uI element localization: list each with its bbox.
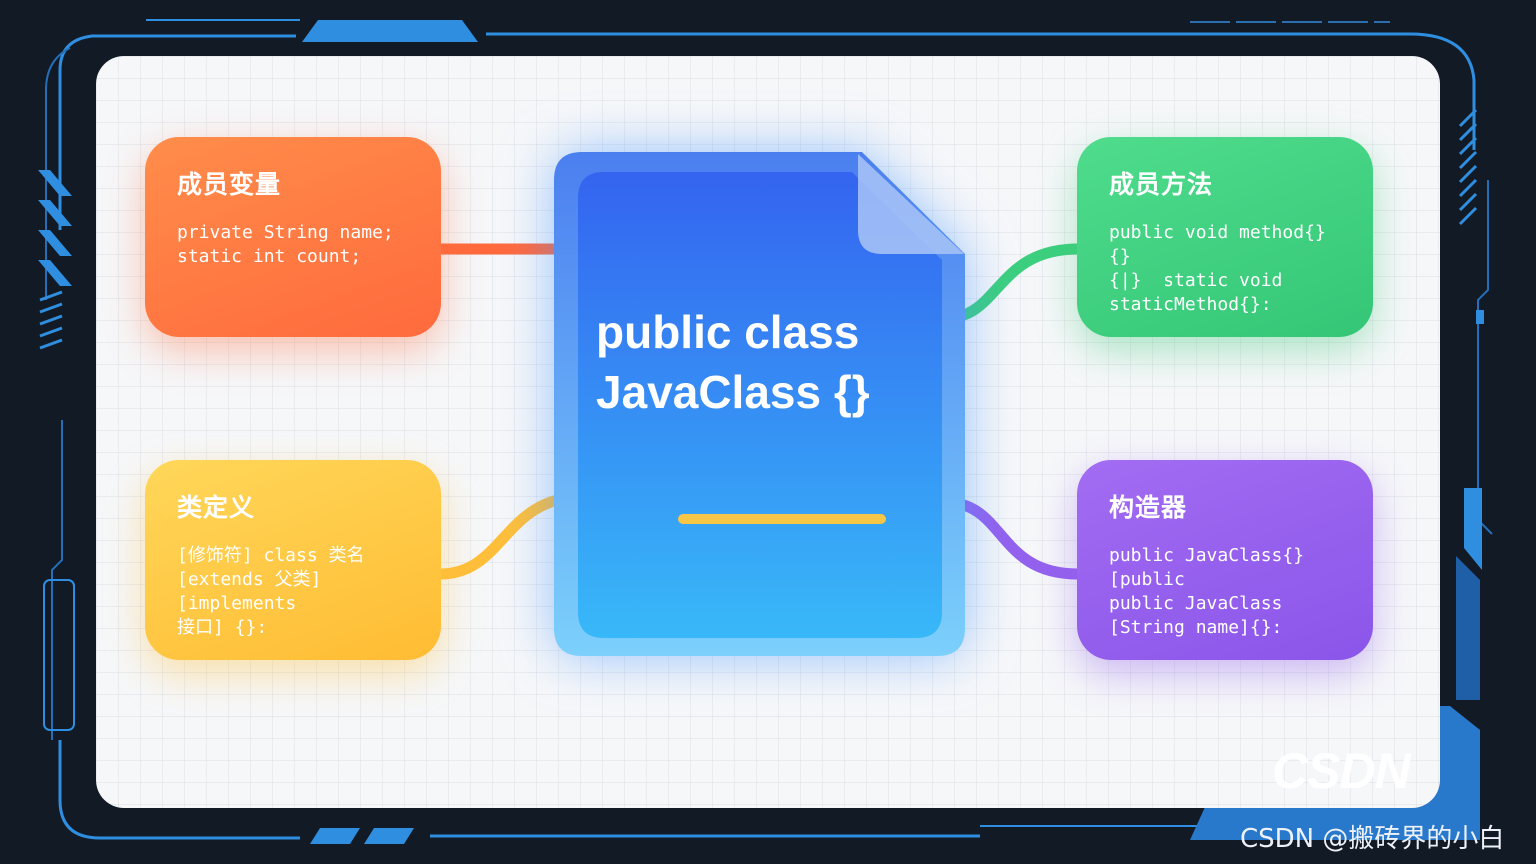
frame-right-line [1477,180,1493,535]
accent-bar [678,514,886,524]
class-declaration-line: public class [596,306,860,358]
card-title: 类定义 [177,493,256,522]
class-declaration: public class JavaClass {} [596,302,926,422]
frame-bottom-tabs [310,828,414,844]
card-constructor: 构造器 public JavaClass{} [public public Ja… [1077,460,1373,660]
frame-corner-tl-inner [45,47,71,300]
card-title: 成员变量 [177,170,282,199]
frame-left-bracket [43,579,75,731]
frame-right-ticks [1458,108,1478,226]
frame-right-notch [1476,310,1484,324]
frame-left-stripes [38,170,72,286]
logo-plate-edge [1456,556,1480,700]
card-member-variables: 成员变量 private String name; static int cou… [145,137,441,337]
card-class-definition: 类定义 [修饰符] class 类名 [extends 父类] [impleme… [145,460,441,660]
card-code: public void method{} {} {|} static void … [1109,222,1326,315]
watermark: CSDN @搬砖界的小白 [1240,824,1505,854]
card-code: private String name; static int count; [177,222,394,267]
frame-left-ticks [39,290,63,350]
card-code: [修饰符] class 类名 [extends 父类] [implements … [177,545,365,638]
frame-corner-tl [58,34,296,230]
class-declaration-line: JavaClass {} [596,366,870,418]
frame-corner-tr [1409,32,1476,150]
class-document: public class JavaClass {} [552,150,967,660]
card-title: 成员方法 [1109,170,1214,199]
frame-corner-bl [58,740,300,840]
page-fold [858,154,964,254]
csdn-logo: CSDN [1272,743,1411,799]
card-title: 构造器 [1109,493,1188,522]
frame-right-block [1464,488,1482,570]
card-member-methods: 成员方法 public void method{} {} {|} static … [1077,137,1373,337]
card-code: public JavaClass{} [public public JavaCl… [1109,545,1305,638]
frame-left-line [51,420,63,740]
frame-top-tab [302,20,478,42]
